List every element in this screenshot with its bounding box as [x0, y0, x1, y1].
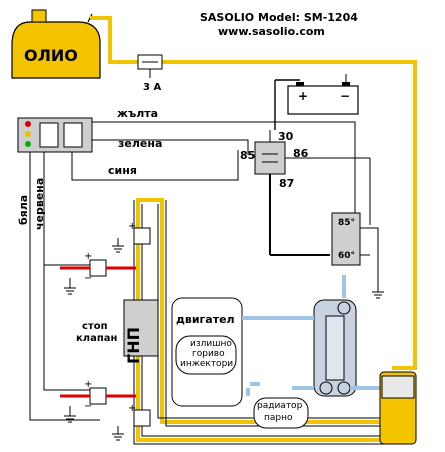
heat-exchanger: [313, 299, 357, 397]
tank-label: ОЛИО: [24, 46, 78, 65]
heater-radiator: [253, 397, 309, 429]
oil-tank: [11, 9, 101, 79]
fuse-rating: 3 A: [143, 82, 162, 93]
control-unit: [17, 117, 93, 153]
reducer: [123, 299, 159, 357]
injectors-line2: гориво: [192, 349, 225, 359]
coolant-tube: [133, 200, 396, 445]
thermostat-high: 85°: [338, 218, 356, 228]
valves: [60, 227, 151, 427]
website-url[interactable]: www.sasolio.com: [218, 25, 325, 38]
valve1-plus: +: [84, 251, 93, 262]
valve4-plus: +: [128, 403, 137, 414]
fuel-filter: [379, 371, 417, 445]
wire-label-blue: синя: [108, 164, 137, 177]
valve2-minus: −: [84, 401, 93, 412]
relay-pin-85: 85: [240, 149, 256, 162]
wire-label-yellow: жълта: [117, 107, 159, 120]
engine-label: двигател: [176, 313, 235, 326]
battery: [274, 74, 359, 130]
coolant-hoses: [242, 275, 380, 396]
relay: [254, 130, 371, 256]
valve3-plus: +: [128, 221, 137, 232]
heater-line2: парно: [264, 413, 293, 423]
diagram-title: SASOLIO Model: SM-1204: [200, 11, 358, 24]
relay-pin-86: 86: [293, 147, 309, 160]
reducer-label: ГНП: [124, 327, 143, 364]
valve1-minus: −: [84, 273, 93, 284]
stop-valve-line1: стоп: [82, 321, 108, 332]
battery-minus: −: [340, 89, 351, 103]
valve2-plus: +: [84, 379, 93, 390]
ground-symbols: [64, 238, 384, 441]
stop-valve-line2: клапан: [76, 333, 118, 344]
signal-wires: [29, 121, 356, 421]
thermostat-low: 60°: [338, 251, 356, 261]
wire-label-white: бяла: [17, 194, 30, 225]
engine: [171, 297, 243, 407]
relay-pin-87: 87: [279, 177, 295, 190]
heater-line1: радиатор: [257, 401, 303, 411]
thermostat: [331, 212, 379, 292]
relay-pin-30: 30: [278, 130, 294, 143]
injectors-line1: излишно: [190, 339, 232, 349]
fuse: [137, 54, 163, 78]
injectors-line3: инжектори: [180, 359, 234, 369]
battery-plus: +: [298, 89, 309, 103]
wire-label-red: червена: [33, 177, 46, 230]
wire-label-green: зелена: [118, 137, 163, 150]
